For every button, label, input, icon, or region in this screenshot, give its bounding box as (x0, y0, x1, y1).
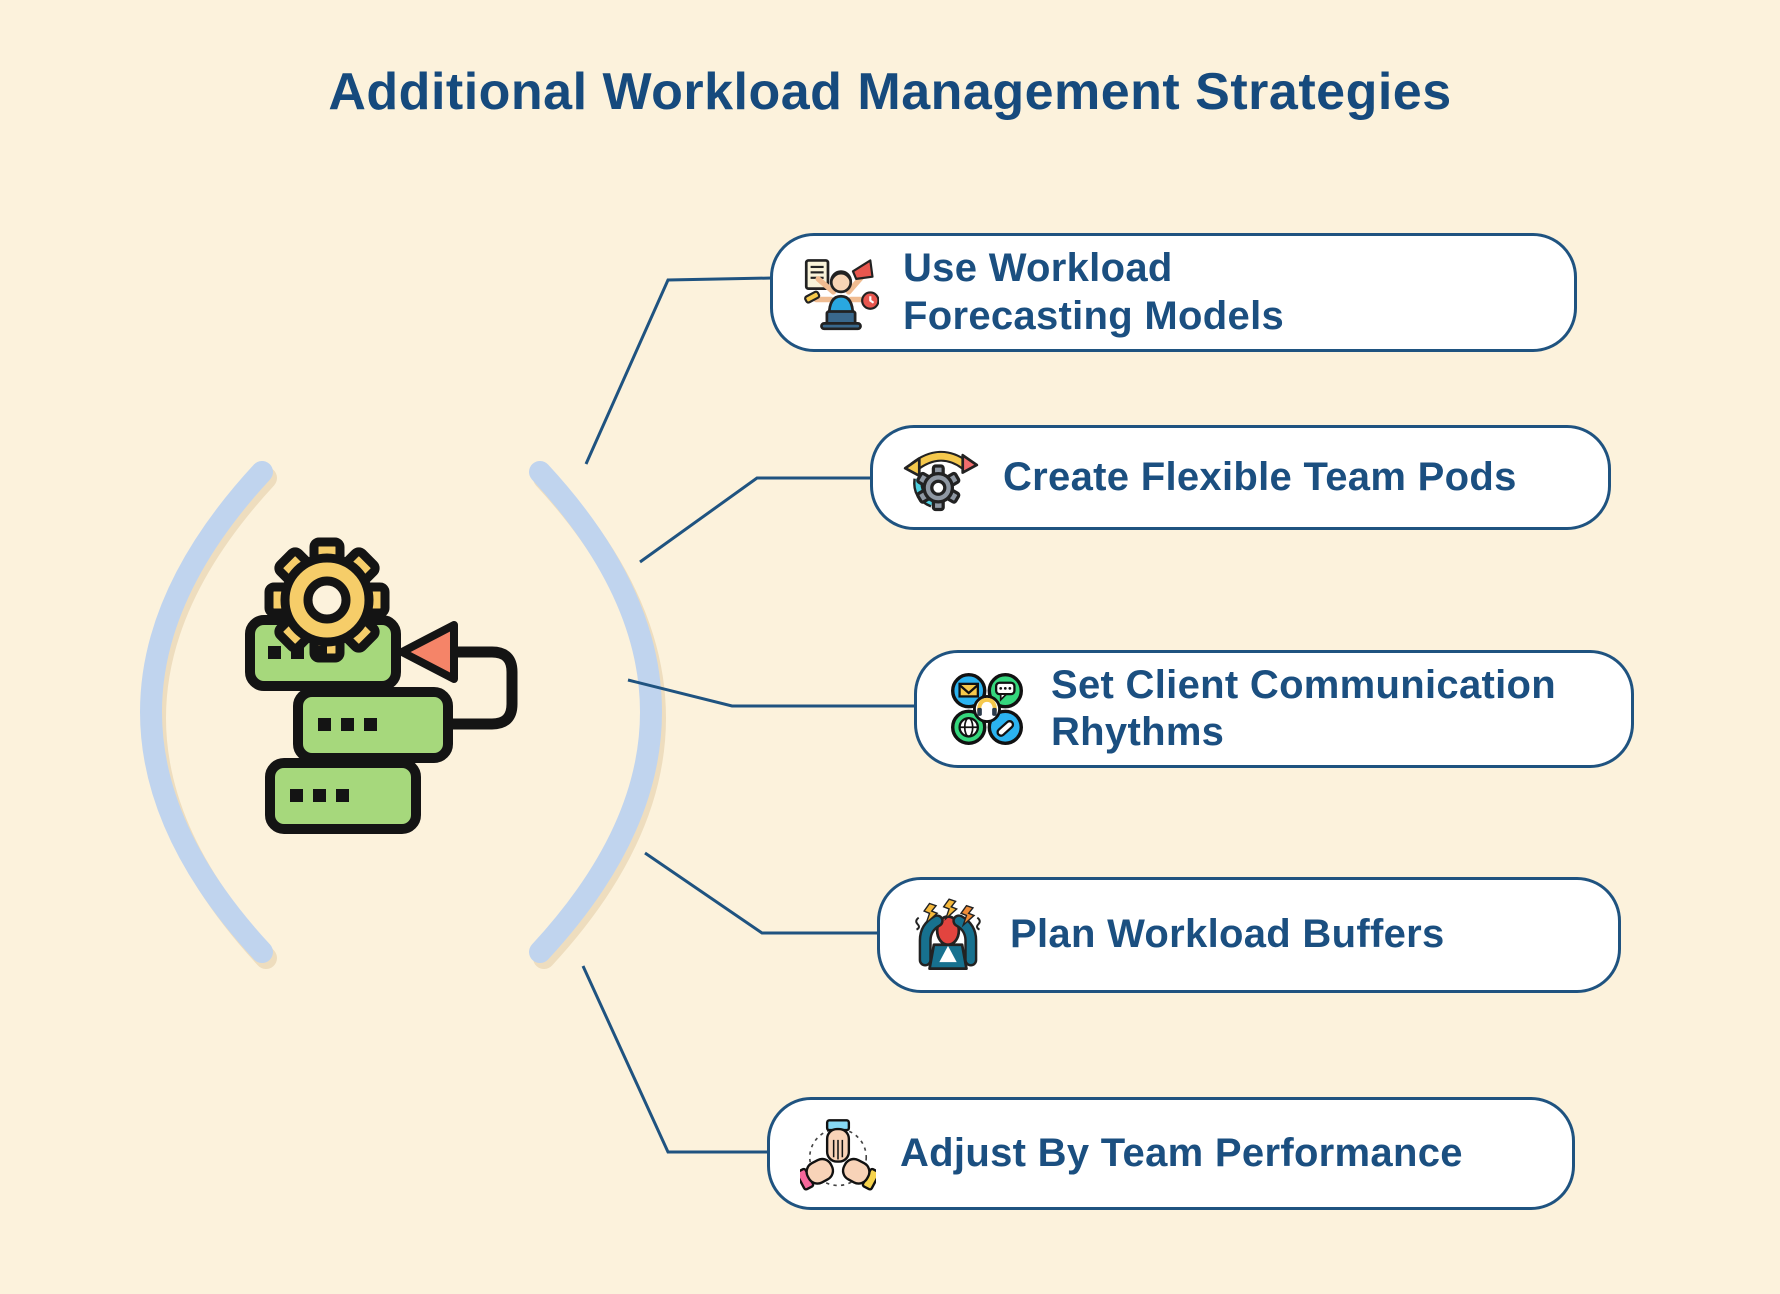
loop-arrow-line (448, 646, 518, 730)
connector-line-3 (627, 678, 916, 708)
communication-channels-icon (947, 669, 1027, 749)
strategy-label: Use Workload Forecasting Models (903, 246, 1285, 338)
strategy-card-4: Plan Workload Buffers (877, 877, 1621, 993)
right-parenthesis (529, 461, 662, 963)
strategy-card-2: Create Flexible Team Pods (870, 425, 1611, 530)
connector-line-5 (581, 965, 769, 1154)
page-title: Additional Workload Management Strategie… (328, 63, 1452, 121)
strategy-card-3: Set Client Communication Rhythms (914, 650, 1634, 768)
task-bar-2-dots (318, 718, 377, 731)
multitasking-person-icon (803, 255, 879, 331)
strategy-card-1: Use Workload Forecasting Models (770, 233, 1577, 352)
connector-line-1 (584, 276, 773, 465)
agile-process-gear-icon (903, 440, 979, 516)
task-bar-3-dots (290, 789, 349, 802)
connector-line-2 (639, 476, 872, 564)
gear-icon (264, 537, 390, 663)
strategy-label: Plan Workload Buffers (1010, 912, 1445, 957)
task-list-gear-icon (245, 537, 518, 834)
strategy-card-5: Adjust By Team Performance (767, 1097, 1575, 1210)
connector-line-4 (644, 851, 879, 935)
gear (916, 463, 961, 511)
strategy-label: Set Client Communication Rhythms (1051, 662, 1557, 754)
hand-blue (825, 1118, 851, 1163)
stressed-person-icon (910, 897, 986, 973)
hand-pink (800, 1157, 835, 1191)
left-parenthesis (140, 461, 273, 963)
hands-teamwork-icon (800, 1116, 876, 1192)
hand-yellow (841, 1157, 876, 1191)
task-bar-1-dots (268, 646, 327, 659)
strategy-label: Create Flexible Team Pods (1003, 454, 1517, 499)
loop-arrowhead (398, 621, 458, 683)
strategy-label: Adjust By Team Performance (900, 1130, 1463, 1175)
